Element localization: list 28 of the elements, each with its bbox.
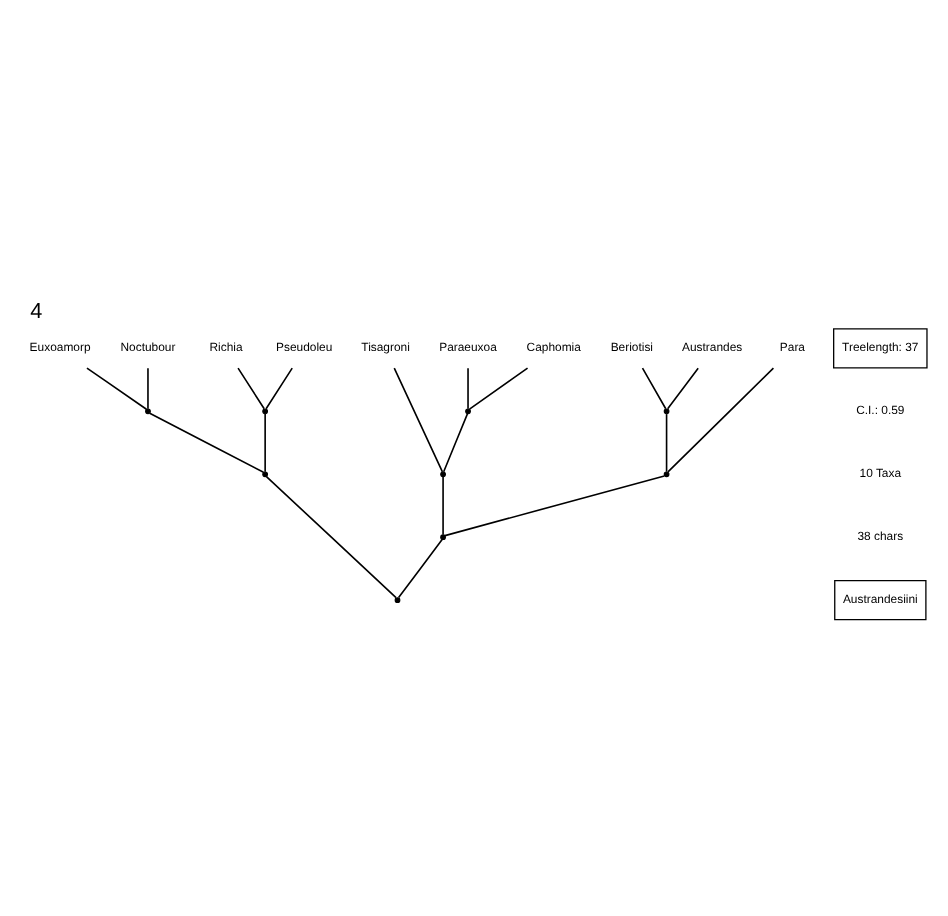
- connector: [665, 413, 668, 473]
- node-point: [465, 408, 471, 415]
- connector: [265, 367, 294, 410]
- node-point: [394, 597, 401, 603]
- connector: [442, 412, 469, 473]
- connector: [467, 367, 469, 410]
- node-point: [440, 534, 446, 541]
- node-point: [663, 471, 670, 478]
- connector: [265, 475, 397, 599]
- node-point: [262, 471, 269, 478]
- connector: [397, 538, 443, 599]
- node-point: [145, 408, 151, 415]
- node-point: [663, 408, 670, 415]
- connector: [667, 367, 775, 473]
- connector: [148, 412, 265, 474]
- connector: [86, 367, 148, 411]
- connector: [147, 367, 149, 410]
- connector: [442, 476, 444, 536]
- diagram-title: 4: [30, 300, 43, 325]
- connector: [468, 367, 529, 411]
- node-point: [440, 471, 446, 478]
- connector: [666, 367, 699, 410]
- connector: [237, 367, 265, 410]
- connector: [641, 367, 667, 410]
- connector: [264, 413, 266, 473]
- connector: [444, 475, 666, 537]
- node-point: [262, 408, 269, 415]
- connector: [393, 367, 444, 473]
